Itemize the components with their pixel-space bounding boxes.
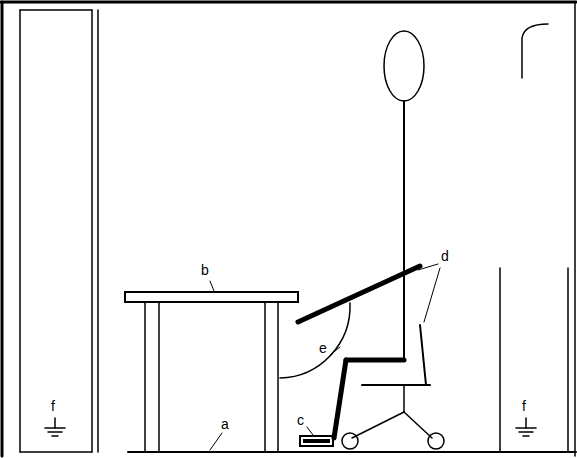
callout-letter: b xyxy=(200,262,210,278)
callout-letter: f xyxy=(50,398,56,414)
callout-letter: a xyxy=(220,416,230,432)
callout-letter: f xyxy=(521,398,527,414)
callout-letter: d xyxy=(440,248,450,264)
callout-letter: e xyxy=(318,340,328,356)
callout-letter: c xyxy=(296,412,305,428)
